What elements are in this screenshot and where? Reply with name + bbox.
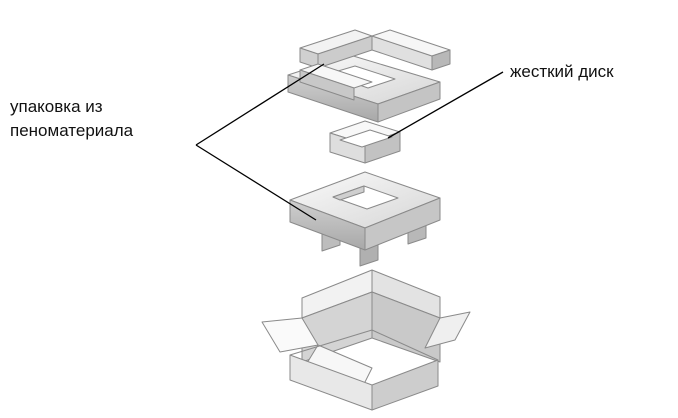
foam-bottom-insert-icon <box>289 171 441 267</box>
foam-label-line1: упаковка из <box>10 97 103 116</box>
foam-top-insert-icon <box>287 29 451 123</box>
callout-lines <box>195 63 504 221</box>
leader-foam-bottom <box>195 144 317 221</box>
hard-drive-icon <box>329 120 401 164</box>
hard-drive-label: жесткий диск <box>510 62 614 81</box>
open-box-icon <box>261 269 471 411</box>
leader-hard-drive <box>387 71 504 139</box>
foam-label-line2: пеноматериала <box>10 121 134 140</box>
leader-foam-top <box>195 63 325 146</box>
